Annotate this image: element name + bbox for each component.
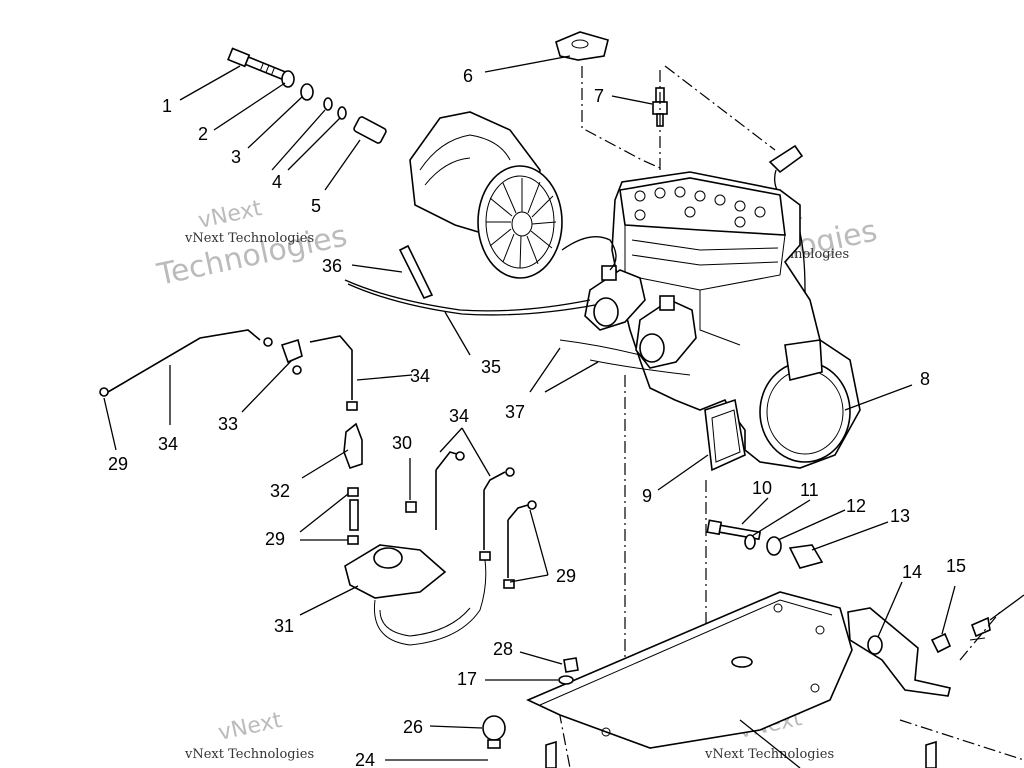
callout-1: 1 — [162, 96, 172, 116]
svg-text:vNext Technologies: vNext Technologies — [184, 231, 314, 246]
callout-14: 14 — [902, 562, 922, 582]
callout-31: 31 — [274, 616, 294, 636]
callout-34-top: 34 — [410, 366, 430, 386]
callout-24: 24 — [355, 750, 375, 768]
engine-mount-hardware — [706, 519, 824, 569]
carburetors — [559, 265, 697, 376]
callout-29-left: 29 — [108, 454, 128, 474]
fuel-system — [99, 329, 537, 646]
callout-4: 4 — [272, 172, 282, 192]
callout-29-right: 29 — [556, 566, 576, 586]
drive-clutch — [409, 111, 563, 279]
svg-text:Technologies: Technologies — [153, 219, 350, 294]
callout-5: 5 — [311, 196, 321, 216]
watermark-bottom-left: vNext vNext Technologies — [184, 708, 314, 762]
intake-boot — [704, 398, 746, 472]
callout-28: 28 — [493, 639, 513, 659]
callout-13: 13 — [890, 506, 910, 526]
engine — [611, 171, 861, 469]
svg-text:vNext Technologies: vNext Technologies — [704, 747, 834, 762]
callout-30: 30 — [392, 433, 412, 453]
callout-15: 15 — [946, 556, 966, 576]
callout-7: 7 — [594, 86, 604, 106]
callout-6: 6 — [463, 66, 473, 86]
callout-34-middle: 34 — [449, 406, 469, 426]
callout-8: 8 — [920, 369, 930, 389]
throttle-cables — [344, 236, 617, 316]
callout-37: 37 — [505, 402, 525, 422]
callout-labels: 1 2 3 4 5 6 7 8 9 10 11 12 13 14 15 17 2… — [108, 66, 966, 768]
callout-29-middle: 29 — [265, 529, 285, 549]
callout-11: 11 — [800, 480, 819, 500]
callout-26: 26 — [403, 717, 423, 737]
callout-17: 17 — [457, 669, 477, 689]
callout-10: 10 — [752, 478, 772, 498]
callout-2: 2 — [198, 124, 208, 144]
callout-34-left: 34 — [158, 434, 178, 454]
spark-plug-cap — [555, 31, 609, 61]
mount-bracket — [847, 607, 1024, 761]
callout-35: 35 — [481, 357, 501, 377]
callout-12: 12 — [846, 496, 866, 516]
svg-text:vNext: vNext — [196, 196, 264, 234]
svg-text:vNext Technologies: vNext Technologies — [184, 747, 314, 762]
callout-33: 33 — [218, 414, 238, 434]
callout-3: 3 — [231, 147, 241, 167]
callout-36: 36 — [322, 256, 342, 276]
engine-mount-plate — [526, 591, 853, 749]
callout-32: 32 — [270, 481, 290, 501]
svg-text:vNext: vNext — [216, 708, 284, 746]
callout-9: 9 — [642, 486, 652, 506]
small-fasteners — [482, 657, 937, 768]
leader-lines — [103, 55, 1024, 768]
